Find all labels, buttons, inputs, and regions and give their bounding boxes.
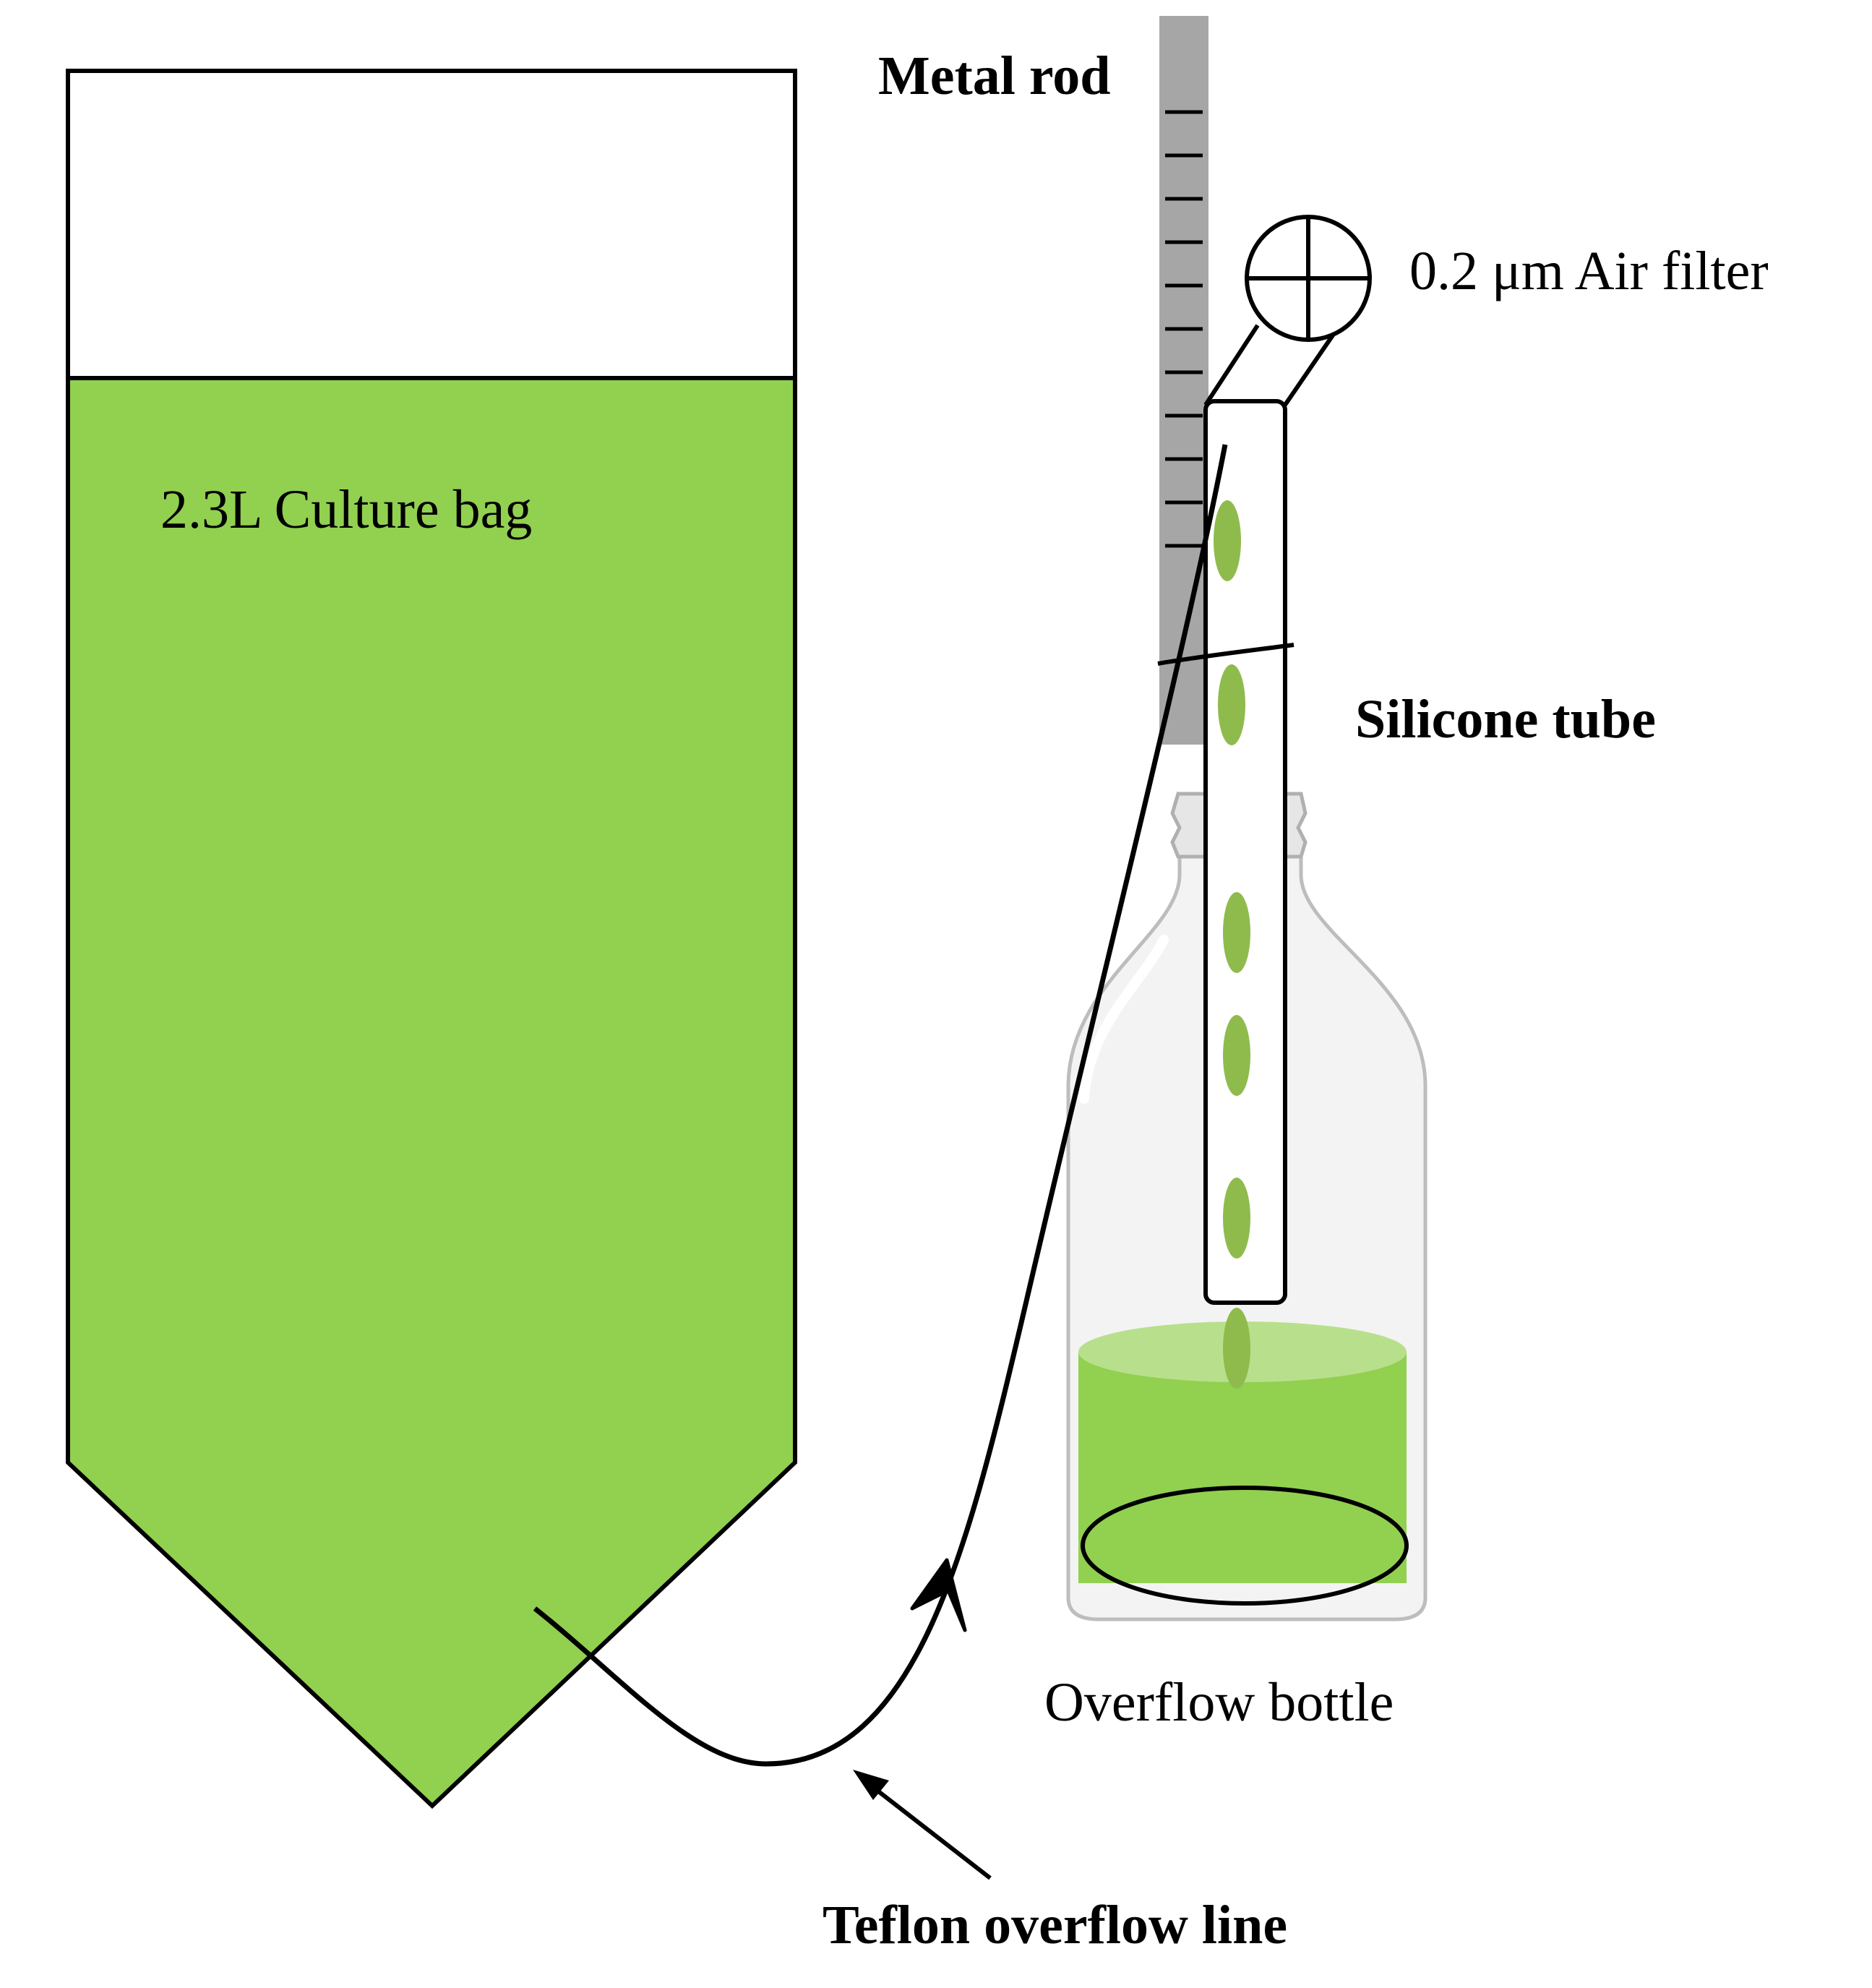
droplet bbox=[1223, 1015, 1250, 1096]
metal-rod-label: Metal rod bbox=[878, 46, 1111, 106]
droplet bbox=[1214, 500, 1241, 581]
droplets bbox=[1214, 500, 1250, 1389]
culture-bag-outline bbox=[66, 69, 797, 1809]
bottle-liquid bbox=[1078, 1352, 1407, 1583]
air-filter-connector bbox=[1203, 324, 1339, 406]
droplet bbox=[1223, 1308, 1250, 1389]
culture-bag-label: 2.3L Culture bag bbox=[160, 479, 532, 540]
culture-bag-liquid bbox=[68, 378, 795, 1806]
metal-rod bbox=[1159, 16, 1208, 745]
teflon-label-pointer bbox=[870, 1783, 992, 1880]
tube-tie bbox=[1157, 643, 1294, 666]
air-filter bbox=[1245, 215, 1372, 342]
overflow-bottle-label: Overflow bottle bbox=[1044, 1672, 1394, 1733]
silicone-tube-label: Silicone tube bbox=[1355, 689, 1656, 750]
droplet bbox=[1223, 892, 1250, 973]
teflon-label-arrowhead bbox=[853, 1770, 889, 1800]
bottle-highlight bbox=[1079, 935, 1169, 1104]
bottle-base-ellipse bbox=[1081, 1486, 1409, 1606]
air-filter-label: 0.2 μm Air filter bbox=[1409, 241, 1769, 301]
culture-bag bbox=[66, 69, 797, 1809]
teflon-overflow-line bbox=[533, 444, 1228, 1767]
droplet bbox=[1223, 1178, 1250, 1259]
teflon-line-label: Teflon overflow line bbox=[823, 1895, 1287, 1955]
droplet bbox=[1218, 664, 1245, 745]
flow-direction-arrow bbox=[910, 1558, 967, 1632]
